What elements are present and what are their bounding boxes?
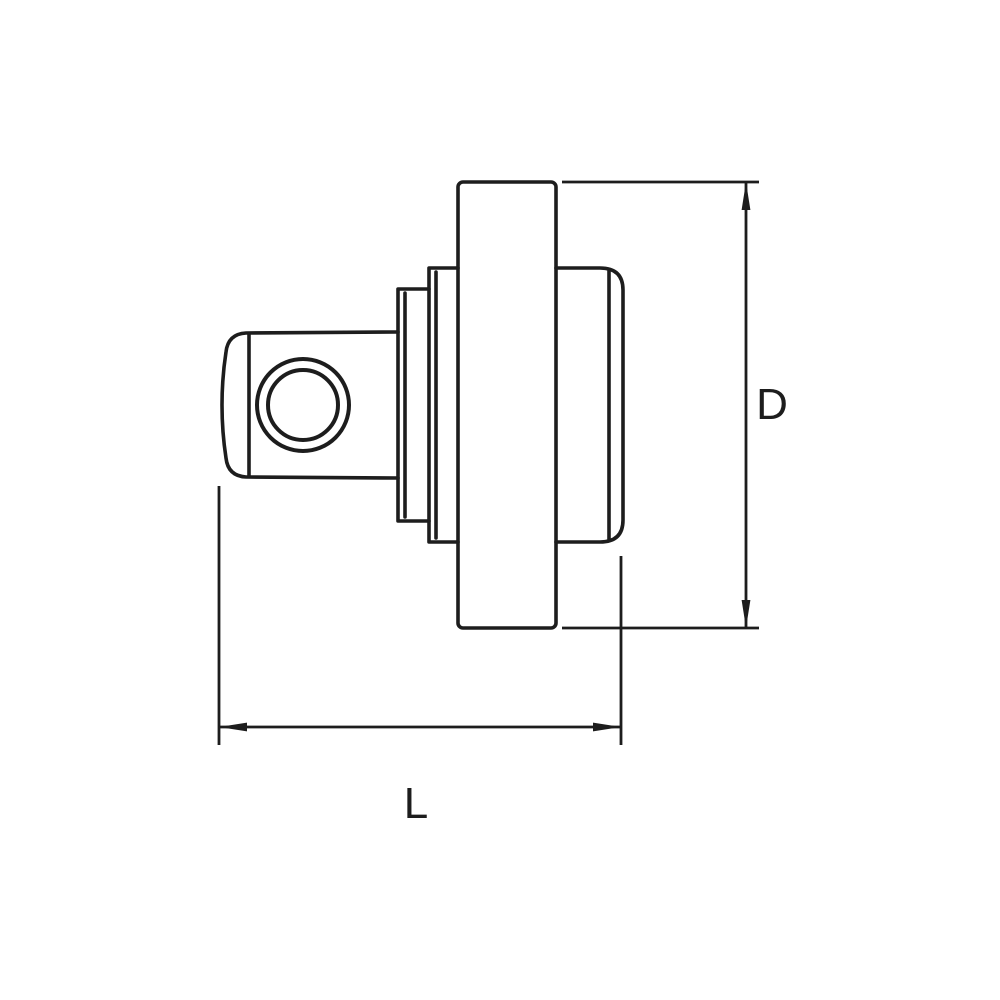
dimension-diameter-group: D [562,180,788,630]
step-collar-large [427,266,460,544]
diameter-label: D [756,380,788,429]
step-collar-small [396,287,431,523]
dimension-length-group: L [217,486,623,828]
drive-tang-outline [220,330,400,480]
length-label: L [404,779,428,828]
pin-hole-outer-circle [255,357,351,453]
tool-outline-group [220,180,625,630]
body-cylinder-outline [554,266,625,544]
pin-hole-inner-circle [266,368,340,442]
knurled-grip [456,180,558,630]
